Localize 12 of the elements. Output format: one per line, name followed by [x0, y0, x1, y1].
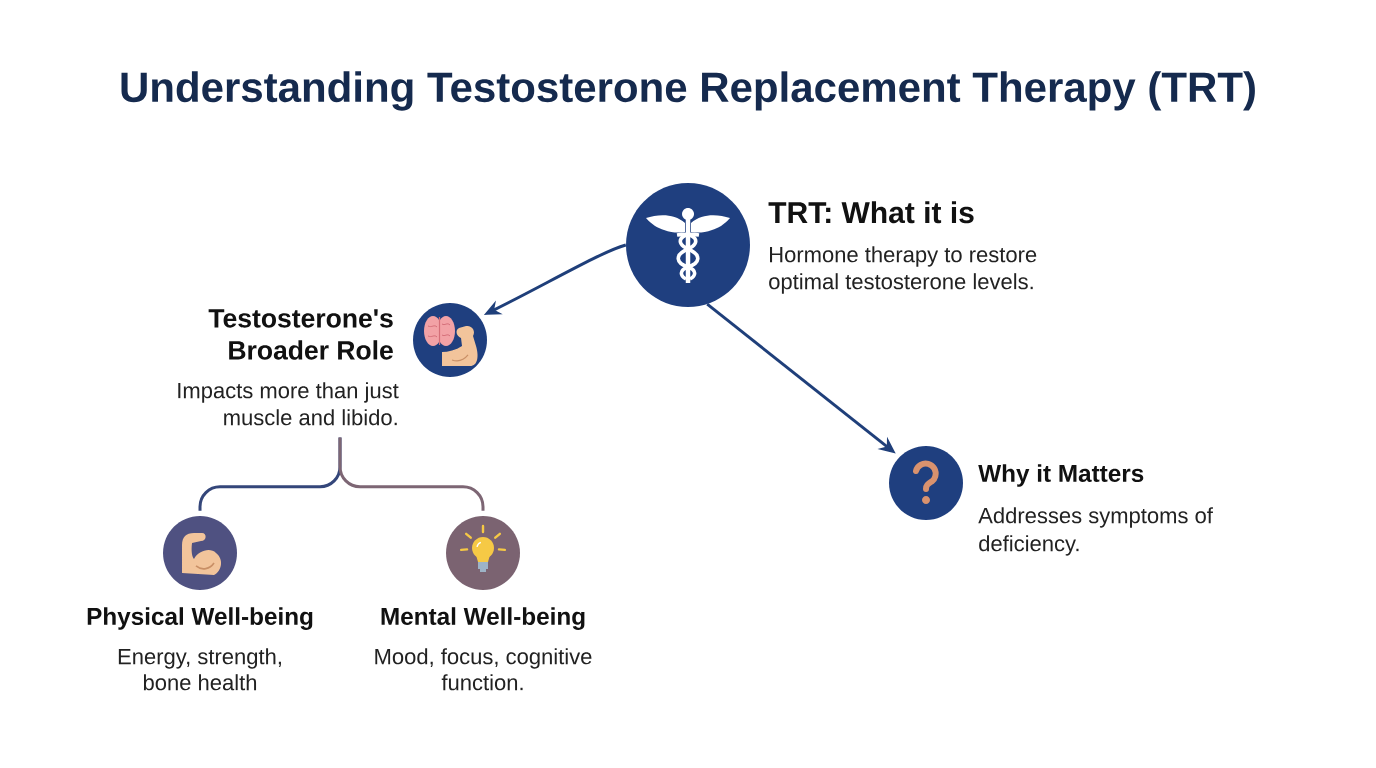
description: Energy, strength, bone health — [118, 648, 281, 691]
heading: Why it Matters — [978, 464, 1144, 487]
heading: Physical Well-being — [87, 607, 313, 630]
description: Hormone therapy to restore optimal testosterone levels. — [769, 246, 1037, 294]
description: Impacts more than just muscle and libido. — [178, 382, 399, 426]
connector-line — [338, 437, 485, 511]
heading: TRT: What it is — [768, 201, 974, 224]
description: Mood, focus, cognitive function. — [375, 648, 592, 691]
heading: Testosterone's Broader Role — [208, 309, 393, 360]
title: Understanding Testosterone Replacement Therapy (TRT) — [121, 71, 1255, 111]
heading: Mental Well-being — [381, 607, 585, 630]
description: Addresses symptoms of deficiency. — [978, 507, 1213, 556]
